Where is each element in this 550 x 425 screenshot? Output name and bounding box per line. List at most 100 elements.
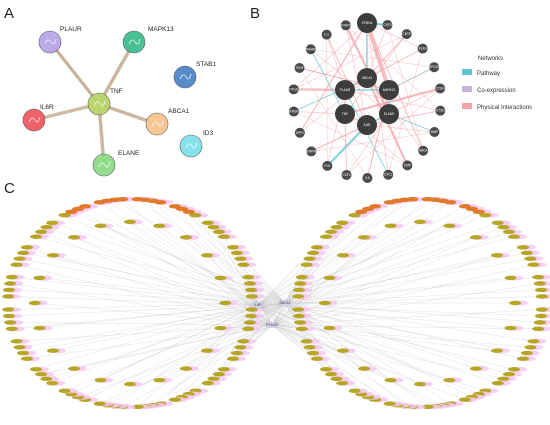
drug-node[interactable]: [13, 344, 33, 350]
drug-node[interactable]: [234, 344, 254, 350]
drug-node[interactable]: [337, 348, 357, 354]
string-node-mapk13[interactable]: MAPK13: [122, 26, 174, 54]
genemania-outer-node[interactable]: CSF3: [382, 20, 393, 31]
drug-node[interactable]: [310, 244, 330, 250]
drug-node[interactable]: [535, 313, 550, 319]
drug-node[interactable]: [245, 313, 265, 319]
drug-node[interactable]: [179, 366, 199, 372]
drug-node[interactable]: [520, 350, 540, 356]
drug-node[interactable]: [384, 223, 404, 229]
drug-node[interactable]: [292, 313, 312, 319]
string-node-abca1[interactable]: ABCA1: [145, 108, 190, 136]
string-node-il6r[interactable]: IL6R: [22, 104, 54, 132]
drug-node[interactable]: [491, 380, 511, 386]
genemania-outer-node[interactable]: TNFAIP: [305, 44, 316, 55]
genemania-outer-node[interactable]: TNFRSF1B: [286, 106, 302, 117]
drug-node[interactable]: [179, 234, 199, 240]
drug-node[interactable]: [2, 313, 22, 319]
drug-node[interactable]: [414, 381, 433, 387]
drug-node[interactable]: [469, 366, 489, 372]
genemania-outer-node[interactable]: ABCA: [418, 145, 428, 156]
drug-node[interactable]: [330, 224, 350, 230]
drug-node[interactable]: [336, 220, 356, 226]
genemania-core-node-stmn4[interactable]: STMN4: [357, 13, 377, 33]
drug-node[interactable]: [212, 229, 232, 235]
drug-node[interactable]: [443, 377, 463, 383]
drug-node[interactable]: [47, 252, 67, 258]
genemania-core-node-il6r[interactable]: IL6R: [357, 115, 377, 135]
drug-node[interactable]: [520, 250, 540, 256]
drug-node[interactable]: [303, 256, 323, 262]
drug-node[interactable]: [307, 250, 327, 256]
genemania-outer-node[interactable]: KLK4: [417, 43, 428, 54]
genemania-outer-node[interactable]: CTSG: [435, 83, 446, 94]
drug-node[interactable]: [4, 319, 24, 326]
drug-node[interactable]: [384, 377, 404, 383]
drug-node[interactable]: [294, 280, 314, 287]
drug-node[interactable]: [237, 338, 257, 344]
drug-node[interactable]: [491, 220, 511, 226]
drug-node[interactable]: [245, 287, 265, 293]
drug-node[interactable]: [230, 250, 250, 256]
string-node-stab1[interactable]: STAB1: [173, 61, 216, 89]
drug-node[interactable]: [218, 366, 238, 372]
genemania-outer-node[interactable]: IL1: [321, 29, 332, 40]
drug-node[interactable]: [20, 356, 40, 362]
drug-node[interactable]: [93, 401, 113, 407]
drug-node[interactable]: [504, 275, 524, 281]
drug-node[interactable]: [535, 306, 550, 313]
drug-node[interactable]: [207, 224, 227, 230]
drug-node[interactable]: [214, 275, 234, 281]
drug-node[interactable]: [218, 234, 238, 240]
drug-node[interactable]: [517, 244, 537, 250]
drug-node[interactable]: [303, 344, 323, 350]
genemania-outer-node[interactable]: PTGS: [288, 84, 299, 95]
drug-node[interactable]: [243, 319, 263, 326]
drug-node[interactable]: [245, 306, 265, 313]
drug-node[interactable]: [2, 293, 22, 300]
genemania-core-node-elane[interactable]: ELANE: [379, 104, 399, 124]
drug-node[interactable]: [292, 287, 312, 293]
drug-node[interactable]: [153, 377, 173, 383]
drug-node[interactable]: [189, 212, 209, 218]
genemania-outer-node[interactable]: TRAF: [294, 62, 305, 73]
drug-node[interactable]: [35, 371, 55, 377]
genemania-core-node-abca1[interactable]: ABCA1: [357, 68, 377, 88]
drug-node[interactable]: [406, 196, 426, 202]
drug-node[interactable]: [300, 338, 320, 344]
drug-node[interactable]: [535, 293, 550, 300]
drug-node[interactable]: [153, 223, 173, 229]
genemania-outer-node[interactable]: CXCL: [383, 169, 394, 180]
drug-node[interactable]: [300, 262, 320, 268]
drug-node[interactable]: [336, 380, 356, 386]
drug-node[interactable]: [40, 376, 60, 382]
drug-node[interactable]: [242, 326, 262, 332]
genemania-outer-node[interactable]: IL6: [362, 172, 373, 183]
drug-node[interactable]: [533, 319, 550, 326]
genemania-outer-node[interactable]: MMP: [429, 127, 440, 138]
genemania-outer-node[interactable]: CTSD: [435, 105, 445, 116]
genemania-outer-node[interactable]: CNTF: [401, 29, 412, 40]
drug-node[interactable]: [212, 371, 232, 377]
drug-node[interactable]: [46, 220, 66, 226]
drug-node[interactable]: [532, 326, 550, 332]
drug-node[interactable]: [337, 252, 357, 258]
string-node-elane[interactable]: ELANE: [92, 150, 140, 177]
drug-node[interactable]: [10, 338, 30, 344]
drug-node[interactable]: [5, 274, 25, 280]
genemania-core-node-mapk13[interactable]: MAPK13: [379, 80, 399, 100]
drug-node[interactable]: [524, 344, 544, 350]
drug-node[interactable]: [414, 219, 433, 225]
drug-node[interactable]: [358, 366, 378, 372]
drug-node[interactable]: [5, 326, 25, 332]
drug-node[interactable]: [17, 350, 37, 356]
drug-node[interactable]: [508, 234, 528, 240]
drug-node[interactable]: [318, 300, 338, 306]
genemania-outer-node[interactable]: SPP1: [294, 127, 305, 138]
drug-node[interactable]: [325, 229, 345, 235]
drug-node[interactable]: [509, 300, 529, 306]
genemania-outer-node[interactable]: SERPINE: [304, 146, 318, 157]
gene-hub-il6r[interactable]: IL6R: [251, 301, 265, 309]
drug-node[interactable]: [116, 196, 136, 202]
drug-node[interactable]: [292, 293, 312, 300]
